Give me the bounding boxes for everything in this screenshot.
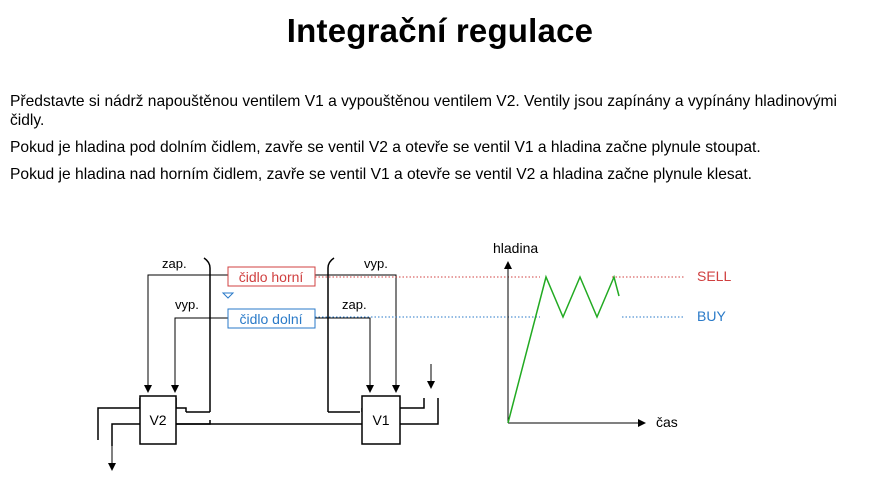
tank-right-outer-wall	[327, 257, 335, 412]
label-zap-right: zap.	[342, 297, 367, 312]
valve-v2: V2	[139, 395, 177, 445]
sensor-bottom: čidlo dolní	[227, 308, 316, 329]
x-axis-label: čas	[656, 414, 678, 430]
vyp-line-left	[171, 317, 228, 393]
outlet-pipe-lower	[111, 423, 140, 446]
sensor-top: čidlo horní	[227, 266, 316, 287]
zap-line-right	[315, 317, 374, 393]
paragraph-2: Pokud je hladina pod dolním čidlem, zavř…	[10, 139, 761, 156]
svg-text:V2: V2	[149, 412, 166, 428]
paragraph-3: Pokud je hladina nad horním čidlem, zavř…	[10, 166, 752, 183]
description: Představte si nádrž napouštěnou ventilem…	[10, 92, 870, 192]
tank	[186, 257, 360, 413]
label-lower-level: BUY	[697, 308, 726, 324]
vyp-line-right	[315, 274, 400, 393]
label-upper-level: SELL	[697, 268, 731, 284]
pipes	[97, 398, 439, 446]
label-zap-left: zap.	[162, 256, 187, 271]
paragraph-1: Představte si nádrž napouštěnou ventilem…	[10, 93, 837, 129]
control-lines-left	[144, 274, 228, 393]
tank-left-outer-wall	[203, 257, 211, 412]
svg-text:V1: V1	[372, 412, 389, 428]
label-vyp-left: vyp.	[175, 297, 199, 312]
outlet-pipe-upper	[97, 398, 141, 440]
zap-line-left	[144, 274, 228, 393]
inlet-pipe-lower	[400, 398, 439, 425]
control-lines-right	[315, 274, 400, 393]
y-axis-label: hladina	[493, 240, 538, 256]
slide-title: Integrační regulace	[286, 12, 594, 49]
level-graph: hladina čas	[493, 240, 678, 430]
svg-text:čidlo horní: čidlo horní	[239, 269, 304, 285]
water-level-marker	[221, 292, 235, 299]
label-vyp-right: vyp.	[364, 256, 388, 271]
level-curve	[507, 274, 620, 424]
inlet-pipe-upper	[400, 398, 425, 409]
svg-text:čidlo dolní: čidlo dolní	[239, 311, 302, 327]
valve-v1: V1	[361, 395, 401, 445]
